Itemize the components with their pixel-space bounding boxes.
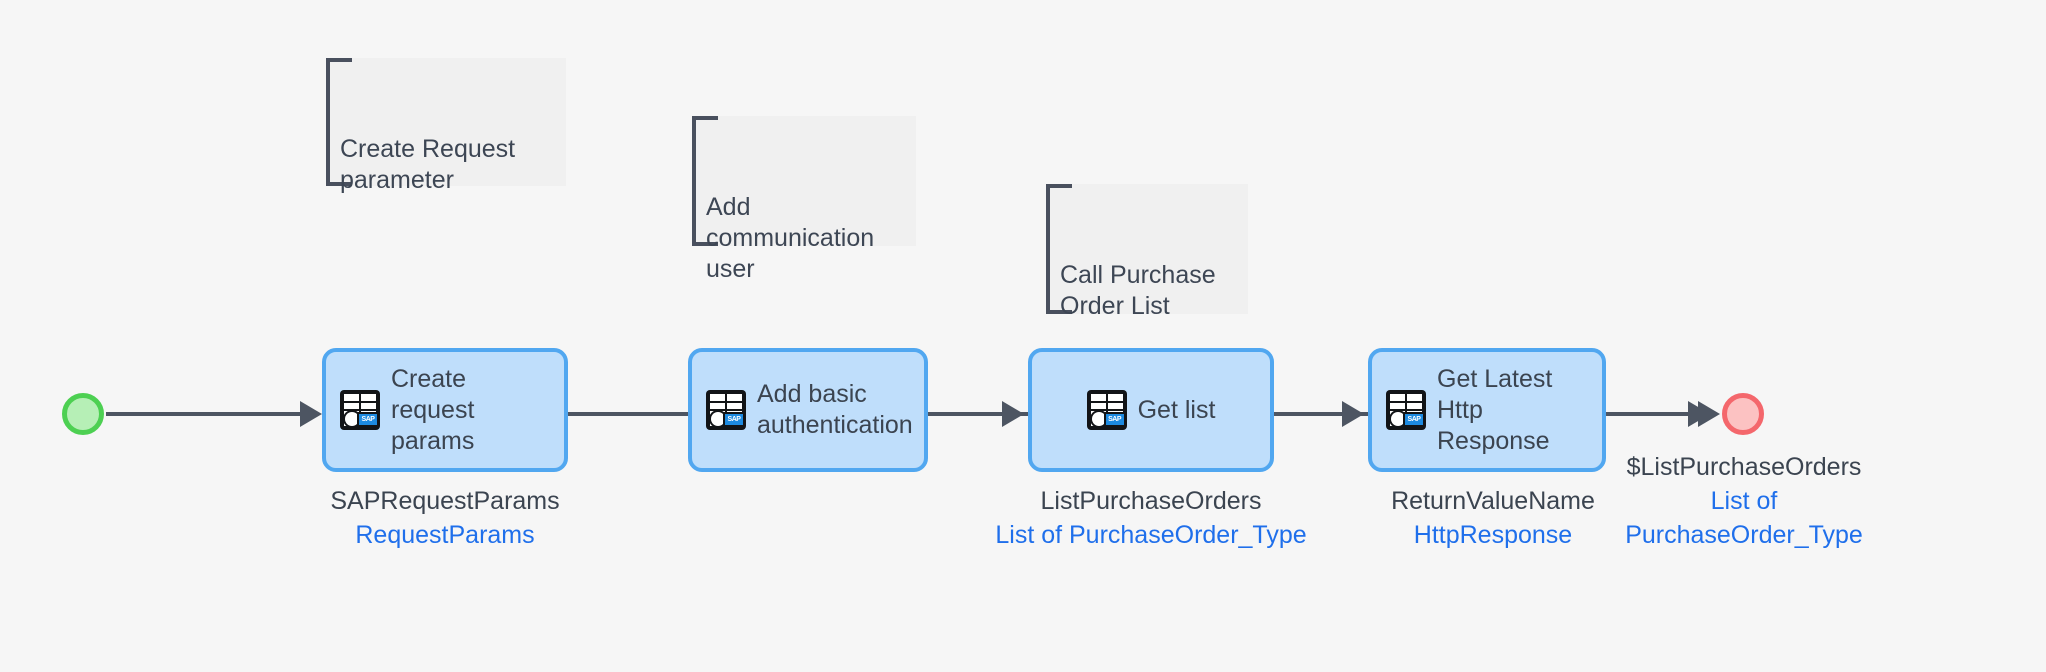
caption-name: ListPurchaseOrders xyxy=(1040,487,1262,515)
annotation-text: Add communication user xyxy=(706,193,875,283)
sap-icon-dot xyxy=(345,412,359,426)
task-get-latest-http-response[interactable]: SAP Get Latest Http Response xyxy=(1368,348,1606,472)
annotation-text: Create Request parameter xyxy=(340,135,516,194)
task-get-list[interactable]: SAP Get list xyxy=(1028,348,1274,472)
task-label: Get list xyxy=(1137,395,1216,424)
task-add-basic-authentication[interactable]: SAP Add basic authentication xyxy=(688,348,928,472)
task-caption-get-list: ListPurchaseOrders List of PurchaseOrder… xyxy=(988,484,1314,552)
task-label: Get Latest Http Response xyxy=(1437,364,1553,455)
connector-task-4-to-end xyxy=(1604,412,1704,416)
caption-name: $ListPurchaseOrders xyxy=(1626,453,1862,481)
sap-logo-badge-icon: SAP xyxy=(359,414,377,425)
annotation-call-purchase-order-list[interactable]: Call Purchase Order List xyxy=(1046,184,1248,320)
task-label: Add basic authentication xyxy=(757,380,913,439)
caption-type-link[interactable]: List of PurchaseOrder_Type xyxy=(995,521,1307,549)
caption-type-link[interactable]: HttpResponse xyxy=(1413,521,1573,549)
annotation-create-request-parameter[interactable]: Create Request parameter xyxy=(326,58,566,194)
sap-icon-dot xyxy=(1091,412,1106,426)
sap-table-icon: SAP xyxy=(1386,390,1426,430)
end-event-caption: $ListPurchaseOrders List of PurchaseOrde… xyxy=(1594,450,1894,552)
task-create-request-params[interactable]: SAP Create request params xyxy=(322,348,568,472)
caption-name: ReturnValueName xyxy=(1391,487,1595,515)
sap-logo-badge-icon: SAP xyxy=(725,414,743,425)
connector-arrowhead-1 xyxy=(300,401,322,427)
sap-table-icon: SAP xyxy=(1086,390,1127,430)
annotation-add-communication-user[interactable]: Add communication user xyxy=(692,116,916,283)
end-event[interactable] xyxy=(1722,393,1764,435)
sap-icon-dot xyxy=(1391,412,1405,426)
connector-start-to-task-1 xyxy=(106,412,306,416)
task-caption-get-latest-http-response: ReturnValueName HttpResponse xyxy=(1330,484,1656,552)
sap-logo-badge-icon: SAP xyxy=(1105,414,1124,425)
sap-table-icon: SAP xyxy=(340,390,380,430)
sap-table-icon: SAP xyxy=(706,390,746,430)
sap-logo-badge-icon: SAP xyxy=(1405,414,1423,425)
task-label: Create request params xyxy=(391,364,475,455)
caption-type-link[interactable]: List of PurchaseOrder_Type xyxy=(1625,487,1863,549)
sap-icon-dot xyxy=(711,412,725,426)
caption-name: SAPRequestParams xyxy=(330,487,560,515)
task-caption-create-request-params: SAPRequestParams RequestParams xyxy=(282,484,608,552)
caption-type-link[interactable]: RequestParams xyxy=(355,521,535,549)
connector-arrowhead-5 xyxy=(1698,401,1720,427)
annotation-text: Call Purchase Order List xyxy=(1060,261,1216,320)
start-event[interactable] xyxy=(62,393,104,435)
